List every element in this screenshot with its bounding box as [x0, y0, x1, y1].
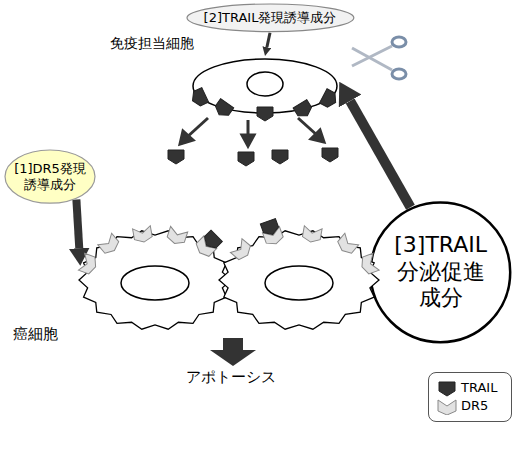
apoptosis-arrow — [210, 338, 256, 366]
cell-heading: 免疫担当細胞 — [110, 35, 194, 53]
legend-text: TRAIL — [461, 379, 497, 397]
legend-text: DR5 — [461, 397, 488, 415]
node-outline — [190, 56, 340, 116]
component-circle: [3]TRAIL分泌促進成分 — [369, 201, 512, 344]
connector-arrow — [350, 101, 410, 207]
node-text: [3]TRAIL分泌促進成分 — [389, 232, 493, 311]
cell-heading: 癌細胞 — [13, 325, 58, 344]
trail-swatch — [437, 379, 457, 397]
scissors-icon — [352, 37, 406, 79]
node-outline — [75, 225, 385, 335]
result-label: アポトーシス — [186, 368, 276, 387]
dr5-swatch — [437, 397, 457, 415]
connector-arrow — [267, 33, 270, 47]
connector-arrow — [76, 200, 79, 249]
cancer-cells: 癌細胞 — [75, 225, 385, 335]
node-text: [2]TRAIL発現誘導成分 — [204, 10, 337, 26]
immune-cell: 免疫担当細胞 — [190, 56, 340, 116]
legend-item: TRAIL — [437, 379, 503, 397]
legend-item: DR5 — [437, 397, 503, 415]
component-oval: [1]DR5発現誘導成分 — [4, 149, 96, 204]
free-trail — [168, 148, 338, 166]
component-oval: [2]TRAIL発現誘導成分 — [186, 3, 355, 33]
node-text: [1]DR5発現誘導成分 — [14, 161, 86, 192]
secretion-arrows — [180, 118, 324, 146]
legend-box: TRAILDR5 — [428, 372, 512, 422]
